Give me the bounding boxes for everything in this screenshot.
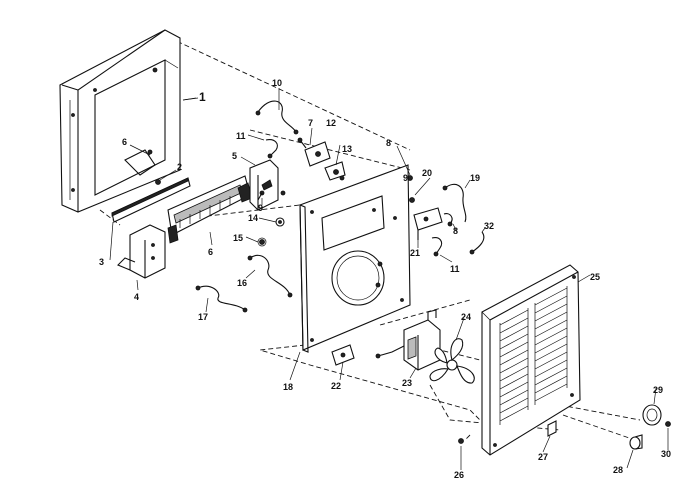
wire-nut-11-right (431, 237, 443, 257)
label-part-15: 15 (233, 233, 243, 243)
label-part-9: 9 (258, 203, 263, 213)
knob-29 (642, 404, 662, 426)
fan-blade-24 (429, 338, 475, 384)
label-part-27: 27 (538, 452, 548, 462)
label-part-13: 13 (342, 144, 352, 154)
screw-26 (458, 438, 464, 444)
wire-lead-17 (195, 285, 248, 313)
label-part-7: 7 (308, 118, 313, 128)
bushing-15 (257, 237, 267, 247)
label-part-19: 19 (470, 173, 480, 183)
label-part-1: 1 (199, 90, 206, 104)
label-part-6-b: 6 (122, 137, 127, 147)
label-part-3: 3 (99, 257, 104, 267)
label-part-6: 6 (208, 247, 213, 257)
label-part-2: 2 (177, 162, 182, 172)
switch-21 (413, 207, 443, 240)
wire-lead-16 (247, 254, 293, 298)
thermostat-13 (324, 161, 346, 181)
inner-panel-18 (299, 164, 411, 353)
label-part-14: 14 (248, 213, 258, 223)
label-part-8-b: 8 (453, 226, 458, 236)
label-part-23: 23 (402, 378, 412, 388)
label-part-32: 32 (484, 221, 494, 231)
mounting-strip (111, 177, 191, 223)
label-part-11-b: 11 (450, 264, 460, 274)
grille-louvers (499, 286, 568, 425)
front-grille-25 (481, 264, 581, 456)
switch-22 (331, 344, 355, 366)
wire-19 (442, 183, 467, 223)
label-part-11: 11 (236, 131, 246, 141)
label-part-26: 26 (454, 470, 464, 480)
label-1-arrow (182, 97, 197, 101)
label-part-18: 18 (283, 382, 293, 392)
wire-nut-11-top (265, 139, 278, 159)
label-part-22: 22 (331, 381, 341, 391)
label-part-20: 20 (422, 168, 432, 178)
grommet-14 (275, 217, 285, 227)
label-part-24: 24 (461, 312, 471, 322)
label-part-8: 8 (386, 138, 391, 148)
label-part-4: 4 (134, 292, 139, 302)
screw-7 (297, 137, 307, 149)
label-part-28: 28 (613, 465, 623, 475)
label-part-12: 12 (326, 118, 336, 128)
switch-20 (409, 197, 415, 203)
label-part-9-b: 9 (403, 173, 408, 183)
wire-harness-10 (255, 100, 299, 135)
wall-can-box (59, 29, 181, 213)
label-part-21: 21 (410, 248, 420, 258)
label-part-10: 10 (272, 78, 282, 88)
thermostat-bracket-12 (304, 141, 331, 167)
connector-8 (443, 213, 453, 227)
label-part-5: 5 (232, 151, 237, 161)
part-labels: 1 2 3 4 5 6 6 7 8 8 9 9 10 11 11 12 13 1… (99, 78, 671, 480)
fan-motor-23 (375, 309, 441, 371)
label-part-17: 17 (198, 312, 208, 322)
knob-28 (629, 434, 643, 450)
wire-32 (469, 231, 485, 255)
label-part-30: 30 (661, 449, 671, 459)
screw-30 (665, 421, 671, 427)
label-part-29: 29 (653, 385, 663, 395)
leader-lines (109, 88, 669, 470)
clip-27 (547, 420, 557, 437)
limit-control-bracket (249, 159, 286, 211)
mounting-bracket (117, 224, 166, 279)
label-part-16: 16 (237, 278, 247, 288)
screw-9 (257, 175, 413, 201)
label-part-25: 25 (590, 272, 600, 282)
